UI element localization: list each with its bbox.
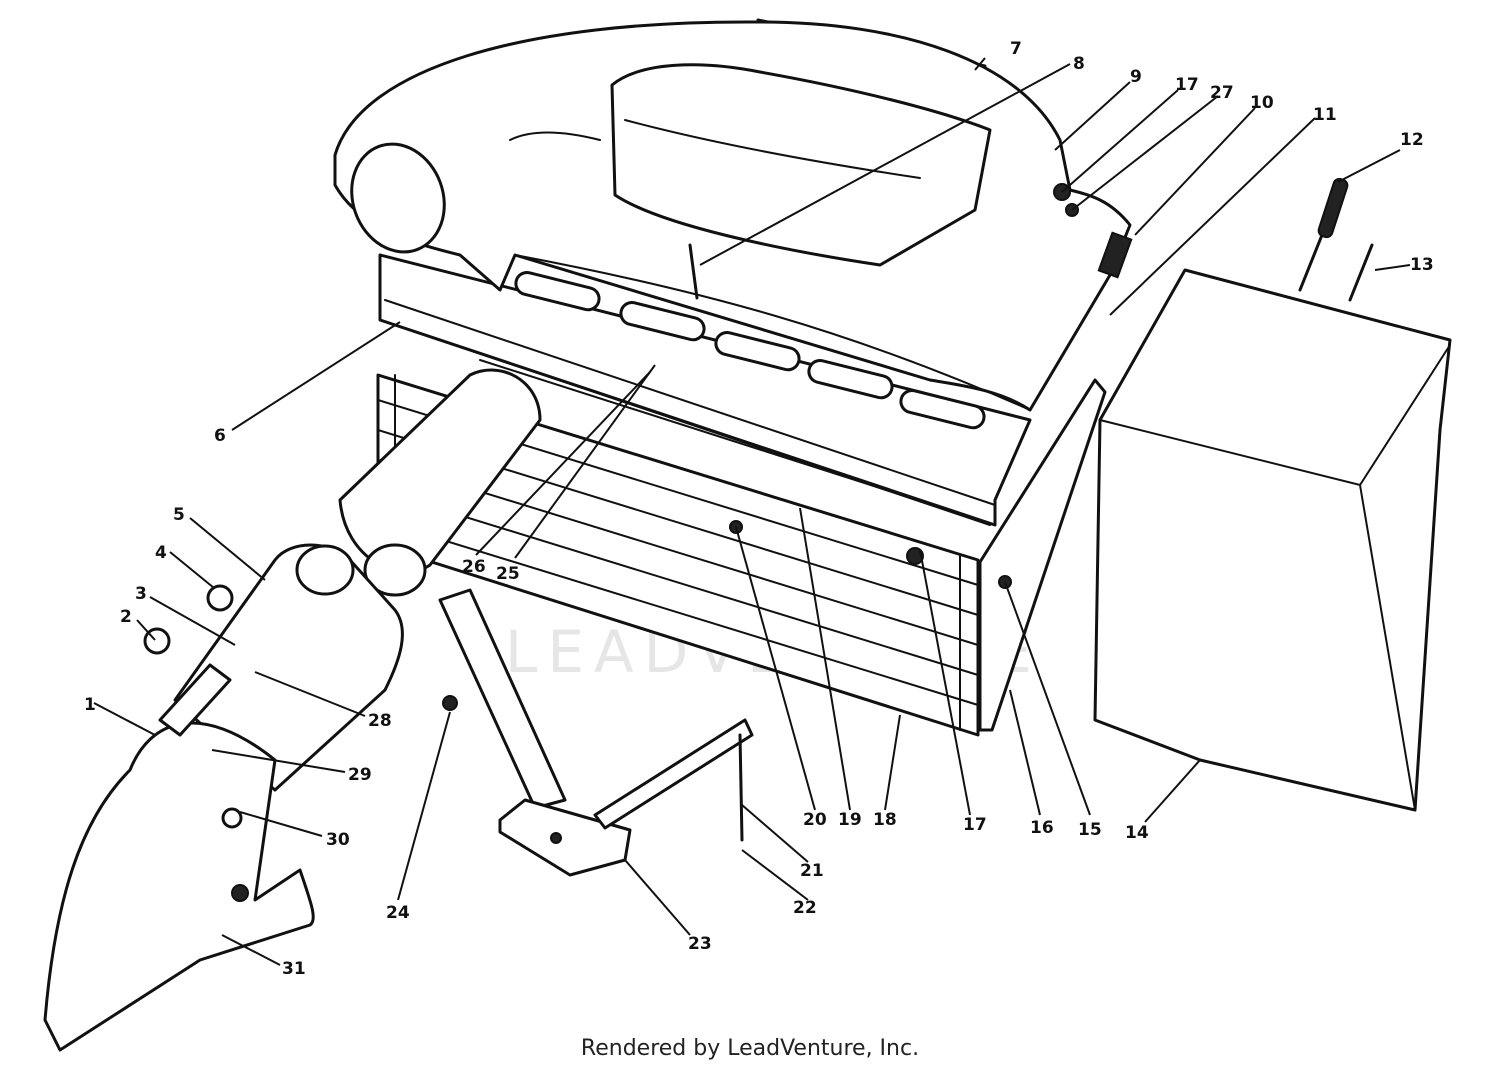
callout-27: 27	[1210, 83, 1234, 103]
callout-4: 4	[155, 543, 167, 563]
callout-15: 15	[1078, 820, 1102, 840]
callout-13: 13	[1410, 255, 1434, 275]
callout-5: 5	[173, 505, 185, 525]
callout-12: 12	[1400, 130, 1424, 150]
callout-21: 21	[800, 861, 824, 881]
part-collection-bag	[1093, 268, 1452, 812]
callout-14: 14	[1125, 823, 1149, 843]
callout-22: 22	[793, 898, 817, 918]
footer-credit: Rendered by LeadVenture, Inc.	[580, 1036, 920, 1061]
callout-leaders	[93, 57, 1411, 966]
callout-26: 26	[462, 557, 486, 577]
callout-17-upper: 17	[1175, 75, 1199, 95]
callout-23: 23	[688, 934, 712, 954]
callout-7: 7	[1010, 39, 1022, 59]
callout-10: 10	[1250, 93, 1274, 113]
callout-3: 3	[135, 584, 147, 604]
part-support-bracket	[438, 588, 754, 877]
callout-9: 9	[1130, 67, 1142, 87]
callout-16: 16	[1030, 818, 1054, 838]
callout-28: 28	[368, 711, 392, 731]
callout-labels: 1 2 3 4 5 6 7 8 9 17 27 10 11 12 13 14 1…	[84, 39, 1434, 979]
callout-2: 2	[120, 607, 132, 627]
callout-24: 24	[386, 903, 410, 923]
callout-30: 30	[326, 830, 350, 850]
callout-8: 8	[1073, 54, 1085, 74]
part-bag-frame	[1298, 177, 1374, 302]
callout-17-lower: 17	[963, 815, 987, 835]
callout-6: 6	[214, 426, 226, 446]
part-discharge-chute	[43, 721, 315, 1052]
callout-11: 11	[1313, 105, 1337, 125]
callout-20: 20	[803, 810, 827, 830]
callout-18: 18	[873, 810, 897, 830]
part-blower-tube	[173, 368, 542, 792]
callout-19: 19	[838, 810, 862, 830]
callout-1: 1	[84, 695, 96, 715]
part-hardware	[143, 183, 1133, 842]
part-frame-rail	[378, 253, 1032, 527]
callout-29: 29	[348, 765, 372, 785]
part-hood	[333, 20, 1132, 412]
callout-25: 25	[496, 564, 520, 584]
callout-31: 31	[282, 959, 306, 979]
